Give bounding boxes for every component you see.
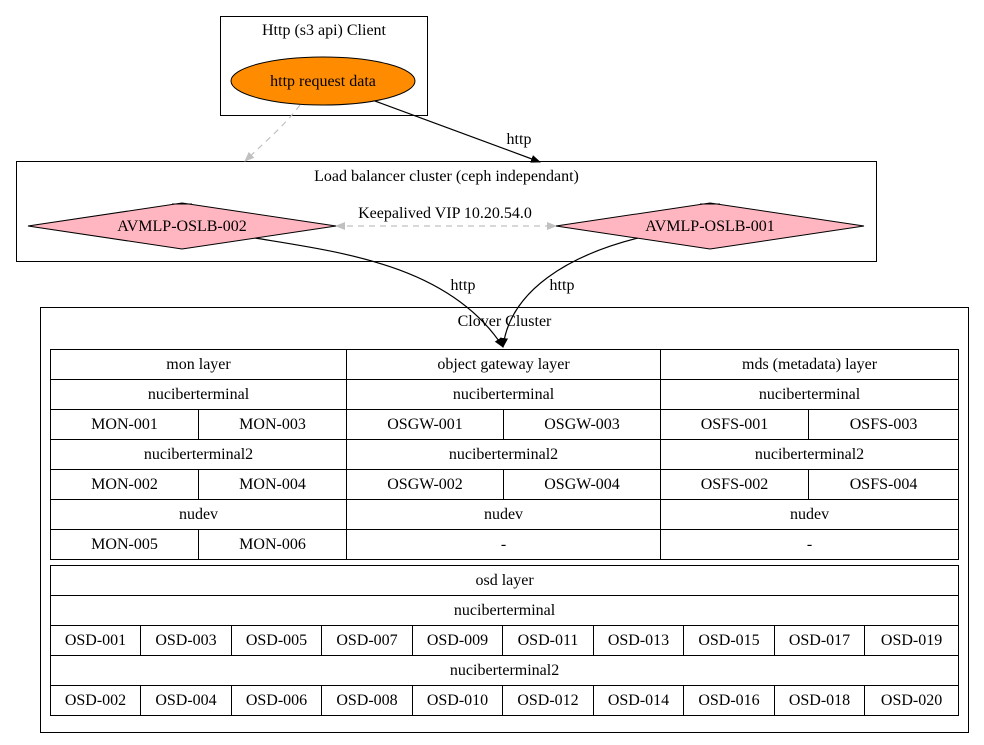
osd-node: OSD-015 <box>683 625 775 656</box>
osd-node: OSD-017 <box>774 625 865 656</box>
clover-record-table: mon layer object gateway layer mds (meta… <box>49 349 960 560</box>
edge-client-to-lb-dashed <box>244 104 301 162</box>
gw-group-1: nuciberterminal <box>346 379 662 410</box>
edge-label-lb001-http: http <box>550 277 575 294</box>
gw-nudev-empty: - <box>346 529 662 560</box>
edge-lb002-to-cluster <box>254 237 504 348</box>
mon-group-3: nudev <box>49 499 348 530</box>
mds-group-2: nuciberterminal2 <box>660 439 960 470</box>
osd-group-1: nuciberterminal <box>49 595 960 626</box>
osd-node: OSD-002 <box>50 685 141 716</box>
edge-client-to-lb <box>374 100 541 163</box>
osd-group-2: nuciberterminal2 <box>49 655 960 686</box>
gw-group-2: nuciberterminal2 <box>346 439 662 470</box>
lb-node-001-label: AVMLP-OSLB-001 <box>645 218 775 235</box>
edge-lb001-to-cluster <box>500 237 639 348</box>
mon-node: MON-002 <box>50 469 199 500</box>
client-cluster: Http (s3 api) Client <box>220 16 428 116</box>
gw-node: OSGW-001 <box>346 409 505 440</box>
osd-node: OSD-009 <box>412 625 503 656</box>
client-cluster-title: Http (s3 api) Client <box>262 22 386 39</box>
osd-node: OSD-019 <box>863 625 960 656</box>
edge-label-client-http: http <box>507 131 532 148</box>
osd-node: OSD-005 <box>231 625 322 656</box>
mon-node: MON-005 <box>50 529 199 560</box>
osd-record-table: osd layer nuciberterminal OSD-001 OSD-00… <box>49 565 960 716</box>
lb-node-001 <box>555 202 865 250</box>
http-request-node-label: http request data <box>270 73 376 90</box>
mon-node: MON-004 <box>197 469 348 500</box>
mds-group-1: nuciberterminal <box>660 379 960 410</box>
osd-node: OSD-016 <box>683 685 775 716</box>
osd-node: OSD-018 <box>774 685 865 716</box>
clover-cluster-title: Clover Cluster <box>457 313 552 330</box>
osd-node: OSD-010 <box>412 685 503 716</box>
osd-node: OSD-001 <box>50 625 141 656</box>
gw-node: OSGW-003 <box>503 409 662 440</box>
clover-cluster: Clover Cluster <box>40 307 969 733</box>
osd-node: OSD-020 <box>863 685 960 716</box>
mon-layer-header: mon layer <box>49 349 348 380</box>
mon-node: MON-006 <box>197 529 348 560</box>
osd-node: OSD-003 <box>140 625 232 656</box>
osd-node: OSD-012 <box>502 685 594 716</box>
gw-layer-header: object gateway layer <box>346 349 662 380</box>
lb-node-002-label: AVMLP-OSLB-002 <box>117 218 247 235</box>
mds-node: OSFS-003 <box>808 409 960 440</box>
mon-node: MON-003 <box>197 409 348 440</box>
mds-node: OSFS-004 <box>808 469 960 500</box>
lb-cluster-title: Load balancer cluster (ceph independant) <box>314 168 579 185</box>
mds-node: OSFS-001 <box>660 409 810 440</box>
edge-label-lb002-http: http <box>451 277 476 294</box>
mon-group-1: nuciberterminal <box>49 379 348 410</box>
http-request-node <box>230 56 416 106</box>
osd-node: OSD-006 <box>231 685 322 716</box>
lb-cluster: Load balancer cluster (ceph independant) <box>16 161 877 262</box>
osd-node: OSD-004 <box>140 685 232 716</box>
gw-node: OSGW-004 <box>503 469 662 500</box>
lb-node-002 <box>27 202 337 250</box>
osd-node: OSD-014 <box>593 685 684 716</box>
osd-node: OSD-008 <box>321 685 413 716</box>
edge-label-keepalived-vip: Keepalived VIP 10.20.54.0 <box>358 205 532 222</box>
mds-nudev-empty: - <box>660 529 960 560</box>
